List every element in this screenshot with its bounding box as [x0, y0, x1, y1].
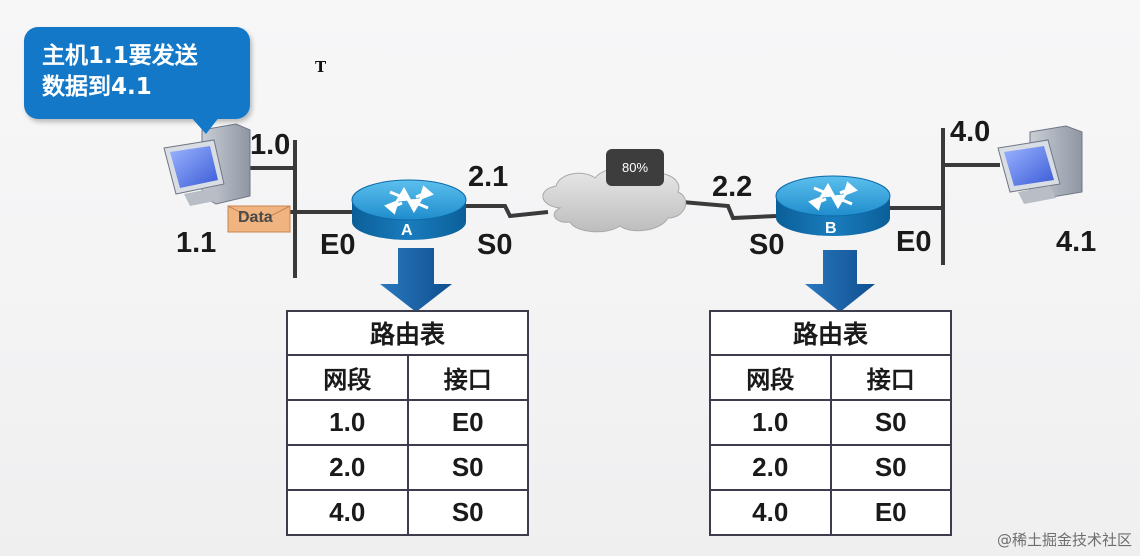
- serial-link-a: [466, 204, 549, 219]
- label-router-a: A: [401, 222, 413, 239]
- table-cell: 4.0: [709, 489, 832, 536]
- routing-table-a: 路由表 网段 接口 1.0 E0 2.0 S0 4.0 S0: [286, 310, 529, 536]
- label-s0-b: S0: [749, 229, 785, 261]
- table-cell: S0: [406, 489, 529, 536]
- label-host-left: 1.1: [176, 227, 217, 259]
- host-right-computer-icon: [997, 125, 1083, 204]
- arrow-down-icon-a: [380, 248, 452, 312]
- progress-tooltip: 80%: [606, 149, 664, 186]
- label-router-b: B: [825, 220, 837, 237]
- label-s0-a: S0: [477, 229, 513, 261]
- table-row: 1.0 E0: [286, 399, 529, 446]
- router-a-icon: [351, 179, 467, 240]
- table-cell: S0: [829, 399, 952, 446]
- callout-bubble: 主机1.1要发送 数据到4.1: [24, 27, 250, 119]
- label-net-right: 4.0: [950, 116, 991, 148]
- host-left-computer-icon: [163, 123, 251, 206]
- label-e0-left: E0: [320, 229, 356, 261]
- callout-tail: [190, 116, 220, 134]
- label-net-left: 1.0: [250, 129, 291, 161]
- label-e0-right: E0: [896, 226, 932, 258]
- table-header: 接口: [829, 354, 952, 401]
- table-cell: E0: [406, 399, 529, 446]
- router-b-icon: [775, 175, 891, 236]
- callout-line-1: 主机1.1要发送: [42, 43, 198, 69]
- routing-table-b: 路由表 网段 接口 1.0 S0 2.0 S0 4.0 E0: [709, 310, 952, 536]
- table-cell: S0: [406, 444, 529, 491]
- routing-table-title: 路由表: [286, 310, 529, 356]
- table-row: 4.0 E0: [709, 489, 952, 536]
- data-envelope-icon: [227, 205, 291, 233]
- table-cell: 4.0: [286, 489, 409, 536]
- arrow-down-icon-b: [805, 250, 875, 312]
- table-header: 网段: [709, 354, 832, 401]
- watermark: @稀土掘金技术社区: [996, 531, 1132, 549]
- table-row: 2.0 S0: [709, 444, 952, 491]
- text-cursor-icon: T: [315, 58, 327, 76]
- table-cell: 1.0: [286, 399, 409, 446]
- envelope-label: Data: [238, 209, 273, 226]
- label-serial-a: 2.1: [468, 161, 509, 193]
- table-cell: 2.0: [709, 444, 832, 491]
- routing-table-title: 路由表: [709, 310, 952, 356]
- table-cell: 1.0: [709, 399, 832, 446]
- table-cell: E0: [829, 489, 952, 536]
- table-cell: S0: [829, 444, 952, 491]
- table-cell: 2.0: [286, 444, 409, 491]
- table-row: 4.0 S0: [286, 489, 529, 536]
- table-header: 接口: [406, 354, 529, 401]
- serial-link-b: [681, 200, 777, 221]
- table-header: 网段: [286, 354, 409, 401]
- callout-line-2: 数据到4.1: [42, 74, 152, 100]
- label-host-right: 4.1: [1056, 226, 1097, 258]
- label-serial-b: 2.2: [712, 171, 753, 203]
- right-network-segment: [890, 128, 1000, 265]
- table-row: 2.0 S0: [286, 444, 529, 491]
- table-row: 1.0 S0: [709, 399, 952, 446]
